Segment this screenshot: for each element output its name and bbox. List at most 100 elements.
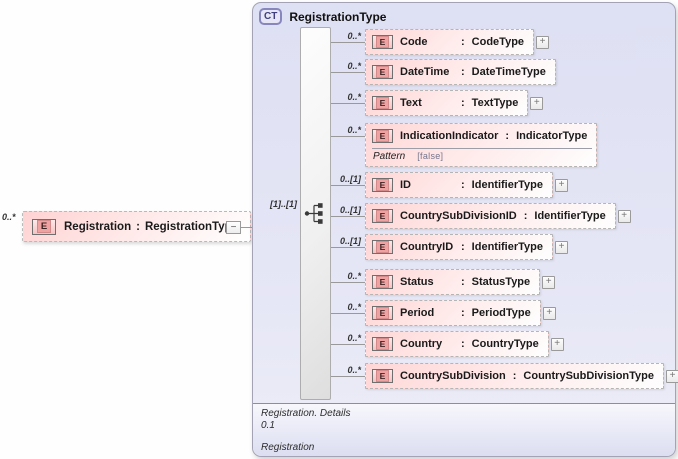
element-name: Country [400,338,443,350]
element-icon-letter: E [36,220,52,233]
complex-type-title: RegistrationType [289,9,387,24]
element-icon-letter: E [375,276,390,288]
element-colon: : [461,276,465,288]
element-icon-letter: E [375,210,390,222]
element-row: 0..* E DateTime : DateTimeType [331,59,678,85]
expand-icon[interactable]: + [554,241,568,254]
element-row: 0..* E CountrySubDivision : CountrySubDi… [331,363,678,389]
root-element-name: Registration [64,220,132,233]
element-colon: : [461,338,465,350]
element-name: CountryID [400,241,454,253]
element-name: Text [400,97,422,109]
connector-line [331,216,365,217]
element-rows: 0..* E Code : CodeType + 0..* E DateTime… [331,29,678,389]
element-row: 0..[1] E ID : IdentifierType + [331,172,678,198]
expand-icon[interactable]: + [542,276,556,289]
element-box[interactable]: E CountryID : IdentifierType [365,234,553,260]
element-icon: E [372,240,393,254]
element-box[interactable]: E Status : StatusType [365,269,541,295]
element-row: 0..* E Status : StatusType + [331,269,678,295]
expand-icon[interactable]: + [542,307,556,320]
element-box[interactable]: E Code : CodeType [365,29,535,55]
element-icon: E [372,178,393,192]
element-name: Period [400,307,435,319]
element-type: DateTimeType [471,66,546,78]
pattern-facet: Pattern [false] [372,148,593,166]
element-row: 0..[1] E CountryID : IdentifierType + [331,234,678,260]
connector-line [331,247,365,248]
element-type: IdentifierType [471,241,543,253]
element-row: 0..* E Period : PeriodType + [331,300,678,326]
element-box[interactable]: E ID : IdentifierType [365,172,553,198]
element-icon: E [372,275,393,289]
cardinality-label: 0..* [347,302,361,312]
element-box[interactable]: E Country : CountryType [365,331,549,357]
element-row: 0..[1] E CountrySubDivisionID : Identifi… [331,203,678,229]
root-element-box[interactable]: E Registration : RegistrationType [22,211,252,242]
expand-icon[interactable]: + [554,179,568,192]
element-type: CodeType [471,36,525,48]
element-icon-letter: E [375,36,390,48]
element-box[interactable]: E CountrySubDivisionID : IdentifierType [365,203,616,229]
facet-label: Pattern [373,151,406,162]
expand-icon[interactable]: + [530,97,544,110]
connector-line [331,72,365,73]
element-type: IndicatorType [516,130,588,142]
element-colon: : [461,36,465,48]
compositor-cardinality-label: [1]..[1] [270,199,297,209]
element-colon: : [461,307,465,319]
element-type: CountrySubDivisionType [523,370,654,382]
element-name: CountrySubDivision [400,370,506,382]
connector-line [331,313,365,314]
element-box[interactable]: E Period : PeriodType [365,300,541,326]
element-icon-letter: E [375,66,390,78]
expand-icon[interactable]: + [666,370,678,383]
element-icon: E [372,337,393,351]
footer-annotation: Registration [261,442,315,453]
element-colon: : [523,210,528,222]
element-main: E Status : StatusType [366,270,539,294]
element-box[interactable]: E IndicationIndicator : IndicatorType Pa… [365,123,598,167]
collapse-button[interactable]: − [226,221,241,234]
cardinality-label: 0..* [347,92,361,102]
connector-line [331,282,365,283]
element-row: 0..* E Code : CodeType + [331,29,678,55]
element-box[interactable]: E CountrySubDivision : CountrySubDivisio… [365,363,664,389]
element-colon: : [461,97,465,109]
element-colon: : [461,241,465,253]
connector-line [331,185,365,186]
expand-icon[interactable]: + [617,210,631,223]
element-icon: E [372,129,393,143]
element-icon: E [372,96,393,110]
element-box[interactable]: E DateTime : DateTimeType [365,59,556,85]
expand-icon[interactable]: + [550,338,564,351]
root-cardinality-label: 0..* [2,212,16,222]
cardinality-label: 0..* [347,61,361,71]
complex-type-icon: CT [259,8,283,25]
footer-detail-line: Registration. Details [261,408,351,419]
element-row: 0..* E Country : CountryType + [331,331,678,357]
element-icon: E [372,306,393,320]
element-name: DateTime [400,66,450,78]
element-box[interactable]: E Text : TextType [365,90,529,116]
sequence-compositor-icon[interactable] [304,201,326,227]
connector-line [331,136,365,137]
element-main: E Code : CodeType [366,30,533,54]
element-row: 0..* E IndicationIndicator : IndicatorTy… [331,123,678,167]
element-icon-letter: E [375,130,390,142]
element-main: E CountryID : IdentifierType [366,235,552,259]
element-main: E IndicationIndicator : IndicatorType [366,124,596,148]
element-main: E Period : PeriodType [366,301,540,325]
element-icon: E [372,65,393,79]
element-icon: E [372,209,393,223]
expand-icon[interactable]: + [536,36,550,49]
connector-line [331,42,365,43]
element-name: Status [400,276,434,288]
element-name: Code [400,36,428,48]
element-main: E DateTime : DateTimeType [366,60,555,84]
root-element-label: Registration : RegistrationType [64,221,238,233]
element-row: 0..* E Text : TextType + [331,90,678,116]
panel-header: CT RegistrationType [259,8,386,25]
element-name: ID [400,179,411,191]
